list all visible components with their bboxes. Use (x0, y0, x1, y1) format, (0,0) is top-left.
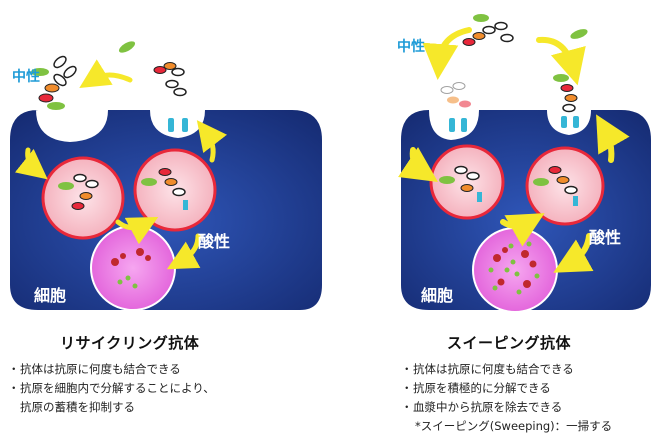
recycling-diagram (10, 41, 322, 311)
antibody-receptor-right (553, 74, 578, 113)
antibody-acidic-endosome (141, 168, 188, 210)
degraded-antigens (488, 241, 540, 295)
label-cell: 細胞 (34, 286, 67, 305)
antigen-green (31, 68, 49, 76)
bullet-item: ・抗体は抗原に何度も結合できる (401, 362, 574, 376)
bullet-item: ・抗原を積極的に分解できる (401, 381, 551, 395)
recycling-antibody-title: リサイクリング抗体 (60, 334, 200, 352)
antibody-faded (440, 82, 471, 108)
label-acidic: 酸性 (198, 232, 231, 251)
sweeping-diagram (398, 14, 651, 313)
bullet-item: 抗原の蓄積を抑制する (20, 400, 135, 414)
antibody-receptor-left (153, 62, 187, 97)
recycling-antibody-bullets: ・抗体は抗原に何度も結合できる ・抗原を細胞内で分解することにより、 抗原の蓄積… (8, 360, 215, 417)
antibody-acidic-endosome (533, 166, 578, 206)
antibody-free-left (38, 55, 77, 110)
label-acidic: 酸性 (589, 228, 622, 247)
antigen-green (118, 41, 136, 53)
flow-arrows (14, 59, 228, 270)
lysosome (472, 227, 558, 313)
endosome-neutral (429, 144, 505, 220)
antigen-green (570, 29, 588, 39)
endosome-acidic (525, 146, 605, 226)
bullet-item: ・抗原を細胞内で分解することにより、 (8, 381, 215, 395)
bullet-item: ・抗体は抗原に何度も結合できる (8, 362, 181, 376)
label-neutral: 中性 (12, 69, 40, 85)
sweeping-antibody-title: スイーピング抗体 (447, 334, 572, 352)
sweeping-antibody-panel: 中性 酸性 細胞 スイーピング抗体 ・抗体は抗原に何度も結合できる ・抗原を積極… (329, 0, 657, 441)
recycling-antibody-panel: 中性 酸性 細胞 リサイクリング抗体 ・抗体は抗原に何度も結合できる ・抗原を細… (0, 0, 328, 441)
sweeping-antibody-bullets: ・抗体は抗原に何度も結合できる ・抗原を積極的に分解できる ・血漿中から抗原を除… (401, 360, 574, 417)
antibody-free-right (462, 14, 514, 46)
fcrn-receptor (168, 118, 188, 132)
flow-arrows (398, 27, 630, 273)
label-cell: 細胞 (421, 286, 454, 305)
degraded-antigens (111, 248, 151, 289)
bullet-item: ・血漿中から抗原を除去できる (401, 400, 563, 414)
sweeping-definition-note: *スイーピング(Sweeping)：一掃する (415, 419, 613, 433)
antibody-in-endosome (58, 173, 99, 210)
antibody-in-endosome (439, 165, 482, 202)
fcrn-receptor (449, 116, 579, 132)
lysosome (90, 225, 176, 311)
label-neutral: 中性 (397, 39, 425, 55)
